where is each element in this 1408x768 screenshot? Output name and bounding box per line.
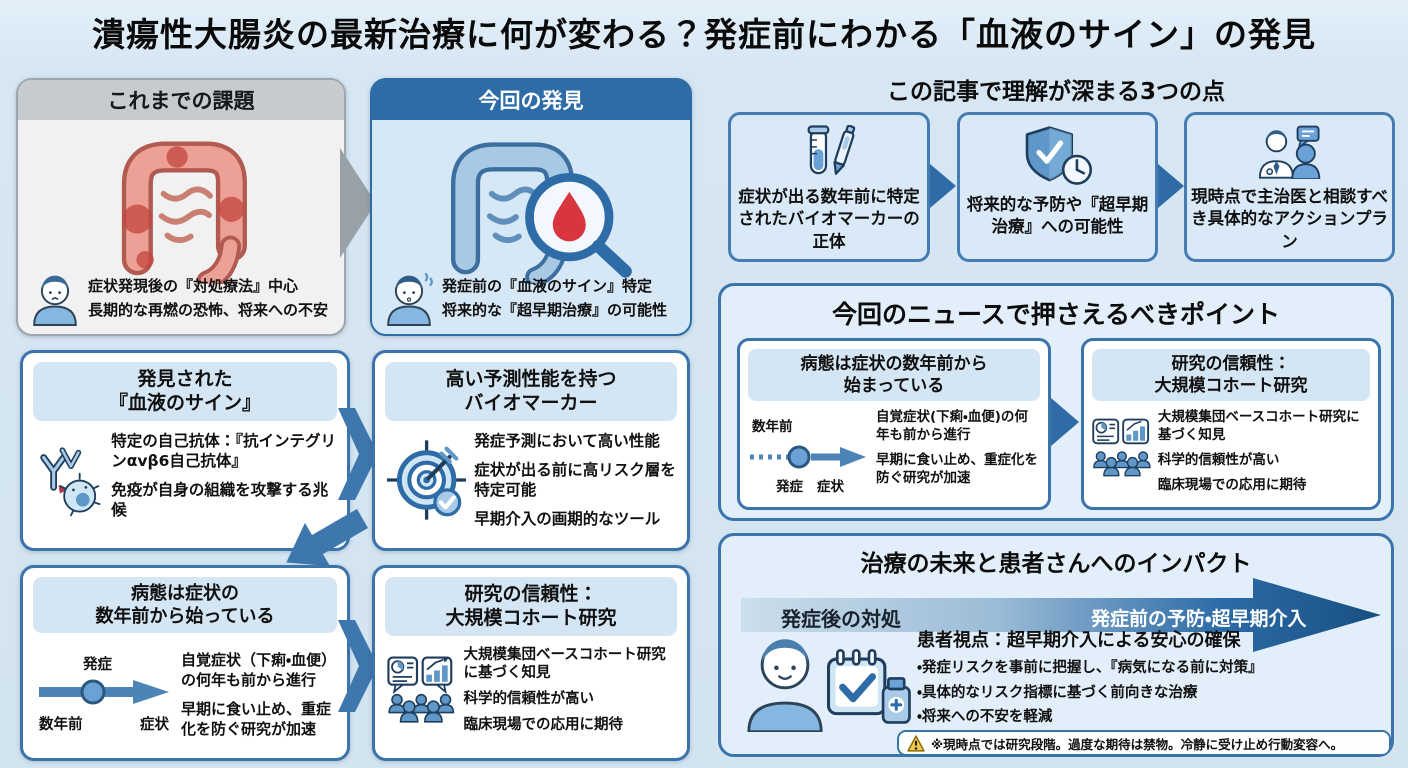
biomarker-item: 発症予測において高い性能 — [474, 431, 660, 450]
antibody-cell-icon — [40, 446, 101, 516]
news-pathology-item: 自覚症状(下痢・血便)の何年も前から進行 — [876, 409, 1028, 443]
smiling-patient-icon — [747, 639, 823, 732]
warning-triangle-icon — [907, 734, 925, 752]
arrow-right-gray-icon — [340, 148, 376, 258]
colon-magnifier-blood-illustration — [451, 142, 632, 284]
pathology-header: 病態は症状の 数年前から始っている — [33, 577, 337, 634]
point-box-text: 現時点で主治医と相談すべき具体的なアクションプラン — [1191, 187, 1388, 251]
blood-sign-item: 特定の自己抗体：『抗インテグリンαvβ6自己抗体』 — [111, 431, 337, 470]
arrow-right-icon — [1051, 398, 1079, 446]
point-box-biomarker: 症状が出る数年前に特定されたバイオマーカーの正体 — [728, 112, 930, 262]
news-points-panel: 今回のニュースで押さえるべきポイント 病態は症状の数年前から 始まっている 数年… — [718, 283, 1394, 521]
biomarker-item: 症状が出る前に高リスク層を特定可能 — [474, 460, 676, 499]
point-box-action-plan: 現時点で主治医と相談すべき具体的なアクションプラン — [1184, 112, 1395, 262]
future-heading: 治療の未来と患者さんへのインパクト — [860, 551, 1252, 577]
arrow-down-left-icon — [286, 508, 369, 567]
timeline-symptoms-label: 症状 — [140, 717, 169, 734]
patient-bullet: ・発症リスクを事前に把握し、『病気になる前に対策』 — [917, 660, 1263, 676]
calendar-check-medicine-icon — [826, 648, 911, 724]
arrow-right-blue-icon — [338, 620, 378, 712]
discovery-card-header: 今回の発見 — [372, 80, 690, 120]
presentation-audience-icon — [1092, 418, 1151, 477]
inflamed-colon-illustration — [121, 141, 247, 284]
article-points-heading: この記事で理解が深まる3つの点 — [886, 79, 1225, 105]
biomarker-item: 早期介入の画期的なツール — [474, 510, 661, 529]
onset-timeline-graphic: 数年前 発症 症状 — [748, 409, 870, 509]
biomarker-header: 高い予測性能を持つ バイオマーカー — [385, 362, 677, 421]
patient-perspective-block: 患者視点：超早期介入による安心の確保 ・発症リスクを事前に把握し、『病気になる前… — [917, 626, 1385, 733]
blood-sign-item: 免疫が自身の組織を攻撃する兆候 — [111, 480, 329, 520]
shield-check-clock-icon — [1025, 126, 1092, 185]
patient-bullet: ・具体的なリスク指標に基づく前向きな治療 — [917, 684, 1198, 701]
challenge-line: 症状発現後の『対処療法』中心 — [88, 276, 299, 295]
discovery-card: 今回の発見 発症前の『血液のサイン』特定 — [370, 78, 692, 336]
news-cohort-box: 研究の信頼性： 大規模コホート研究 — [1081, 338, 1381, 510]
arrow-right-blue-icon — [338, 408, 378, 500]
pathology-item: 早期に食い止め、重症化を防ぐ研究が加速 — [181, 700, 332, 738]
patient-bullet: ・将来への不安を軽減 — [917, 709, 1053, 726]
pathology-item: 自覚症状（下痢・血便）の何年も前から進行 — [181, 651, 337, 689]
timeline-arrow-icon — [750, 445, 866, 469]
challenge-card: これまでの課題 症状発現後の『対処療法』 — [16, 78, 346, 336]
blood-sign-card: 発見された 『血液のサイン』 特定の自己抗体：『抗インテグリンαvβ6自己抗体』 — [20, 350, 350, 551]
cohort-item: 科学的信頼性が高い — [463, 691, 595, 708]
challenge-caption-row: 症状発現後の『対処療法』中心 長期的な再燃の恐怖、将来への不安 — [28, 270, 340, 326]
target-arrow-check-icon — [387, 440, 467, 520]
caution-note: ※現時点では研究段階。過度な期待は禁物。冷静に受け止め行動変容へ。 — [897, 730, 1391, 756]
biomarker-card: 高い予測性能を持つ バイオマーカー 発症予測において高い性能 症状が出る前に高リ… — [372, 350, 690, 551]
discovery-line: 将来的な『超早期治療』の可能性 — [442, 301, 668, 319]
point-box-text: 症状が出る数年前に特定されたバイオマーカーの正体 — [738, 187, 920, 251]
blood-sign-header: 発見された 『血液のサイン』 — [33, 362, 337, 421]
researcher-icon — [387, 272, 433, 326]
news-pathology-box: 病態は症状の数年前から 始まっている 数年前 発症 症状 — [737, 338, 1051, 510]
discovery-caption-row: 発症前の『血液のサイン』特定 将来的な『超早期治療』の可能性 — [382, 270, 686, 326]
cohort-item: 臨床現場での応用に期待 — [463, 717, 624, 734]
timeline-arrow-icon — [39, 679, 169, 705]
news-cohort-item: 臨床現場での応用に期待 — [1157, 476, 1307, 493]
news-cohort-item: 大規模集団ベースコホート研究に基づく知見 — [1157, 409, 1360, 443]
news-cohort-item: 科学的信頼性が高い — [1157, 451, 1280, 468]
timeline-years-before-label: 数年前 — [752, 419, 793, 436]
worried-patient-icon — [33, 275, 77, 326]
challenge-card-header: これまでの課題 — [18, 80, 344, 120]
page-title: 潰瘍性大腸炎の最新治療に何が変わる？発症前にわかる「血液のサイン」の発見 — [92, 15, 1316, 54]
patient-perspective-heading: 患者視点：超早期介入による安心の確保 — [917, 630, 1241, 651]
timeline-onset-label: 発症 — [776, 479, 803, 496]
timeline-symptoms-label: 症状 — [817, 479, 844, 496]
arrow-left-label: 発症後の対処 — [781, 607, 901, 631]
timeline-onset-label: 発症 — [83, 657, 112, 674]
future-impact-panel: 治療の未来と患者さんへのインパクト 発症後の対処 発症前の予防・超早期介入 — [718, 533, 1394, 757]
news-pathology-header: 病態は症状の数年前から 始まっている — [748, 349, 1040, 402]
news-points-heading: 今回のニュースで押さえるべきポイント — [831, 300, 1280, 329]
news-pathology-item: 早期に食い止め、重症化を防ぐ研究が加速 — [876, 451, 1038, 486]
point-box-text: 将来的な予防や『超早期治療』への可能性 — [966, 195, 1149, 237]
challenge-line: 長期的な再燃の恐怖、将来への不安 — [88, 301, 329, 319]
cohort-header: 研究の信頼性： 大規模コホート研究 — [385, 577, 677, 636]
cohort-card: 研究の信頼性： 大規模コホート研究 — [372, 565, 690, 761]
pathology-card: 病態は症状の 数年前から始っている 発症 数年前 症状 自覚症状（下痢・血便）の… — [20, 565, 350, 761]
discovery-line: 発症前の『血液のサイン』特定 — [442, 276, 653, 295]
arrow-right-label: 発症前の予防・超早期介入 — [1091, 608, 1307, 630]
cohort-item: 大規模集団ベースコホート研究に基づく知見 — [463, 646, 666, 682]
caution-text: ※現時点では研究段階。過度な期待は禁物。冷静に受け止め行動変容へ。 — [931, 736, 1344, 752]
arrow-right-icon — [930, 164, 956, 208]
test-tube-pen-icon — [807, 125, 856, 175]
point-box-prevention: 将来的な予防や『超早期治療』への可能性 — [957, 112, 1158, 262]
arrow-right-icon — [1158, 164, 1184, 208]
timeline-years-before-label: 数年前 — [39, 717, 83, 734]
doctor-patient-icon — [1258, 125, 1320, 180]
presentation-audience-icon — [387, 656, 455, 723]
news-cohort-header: 研究の信頼性： 大規模コホート研究 — [1092, 349, 1370, 402]
onset-timeline-graphic: 発症 数年前 症状 — [35, 651, 173, 747]
